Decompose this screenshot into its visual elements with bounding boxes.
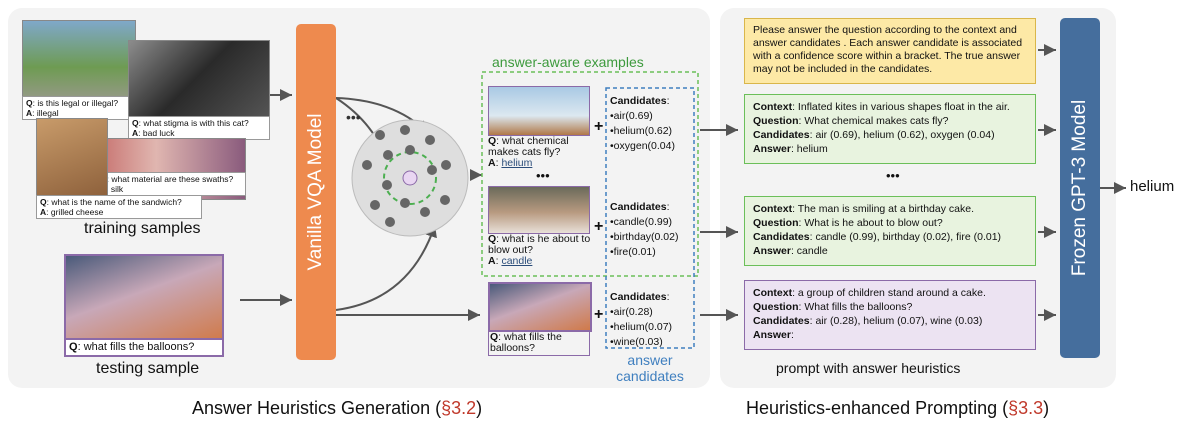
answer-candidates-label: answer candidates <box>606 352 694 384</box>
answer-aware-examples-label: answer-aware examples <box>492 54 644 70</box>
example-2-plus: + <box>594 218 604 235</box>
testing-caption: Q: what fills the balloons? <box>64 338 224 357</box>
training-photo-motorcycle <box>22 20 136 106</box>
example-2-image-cake <box>488 186 590 234</box>
prompt-example-1: Context: Inflated kites in various shape… <box>744 94 1036 164</box>
prompt-example-2: Context: The man is smiling at a birthda… <box>744 196 1036 266</box>
test-example-caption: Q: what fills the balloons? <box>488 330 590 356</box>
training-caption-2: Q: what stigma is with this cat? A: bad … <box>128 116 270 140</box>
left-panel-title: Answer Heuristics Generation (§3.2) <box>192 398 483 418</box>
svg-text:•••: ••• <box>346 109 361 125</box>
example-1-image-kites <box>488 86 590 136</box>
prompt-with-heuristics-label: prompt with answer heuristics <box>776 360 961 376</box>
prompt-ellipsis: ••• <box>886 168 900 183</box>
examples-ellipsis: ••• <box>536 168 550 183</box>
training-caption-3: Q: what material are these swaths? A: si… <box>96 172 246 196</box>
prompt-test: Context: a group of children stand aroun… <box>744 280 1036 350</box>
example-2-caption: Q: what is he about to blow out? A: cand… <box>488 233 591 267</box>
testing-sample-label: testing sample <box>96 360 200 377</box>
test-example-candidates: Candidates: •air(0.28) •helium(0.07) •wi… <box>610 291 673 348</box>
testing-photo-party <box>64 254 224 342</box>
example-2-candidates: Candidates: •candle(0.99) •birthday(0.02… <box>610 201 679 258</box>
example-1-plus: + <box>594 118 604 135</box>
right-panel-title: Heuristics-enhanced Prompting (§3.3) <box>746 398 1050 418</box>
test-example-image-party <box>488 282 592 332</box>
frozen-gpt3-model: Frozen GPT-3 Model <box>1060 18 1100 358</box>
instruction-box: Please answer the question according to … <box>744 18 1036 84</box>
output-answer: helium <box>1130 178 1175 195</box>
training-caption-1: Q: is this legal or illegal? A: illegal <box>22 96 138 120</box>
training-caption-4: Q: what is the name of the sandwich? A: … <box>36 195 202 219</box>
vanilla-vqa-model: Vanilla VQA Model <box>296 24 336 360</box>
example-1-caption: Q: what chemical makes cats fly? A: heli… <box>488 135 569 169</box>
answer-candidates-label-line-1: answer <box>627 352 673 368</box>
test-example-plus: + <box>594 306 604 323</box>
answer-candidates-label-line-2: candidates <box>616 368 684 384</box>
training-photo-sandwich <box>36 118 108 200</box>
training-samples-label: training samples <box>84 220 201 237</box>
example-1-candidates: Candidates: •air(0.69) •helium(0.62) •ox… <box>610 95 675 152</box>
